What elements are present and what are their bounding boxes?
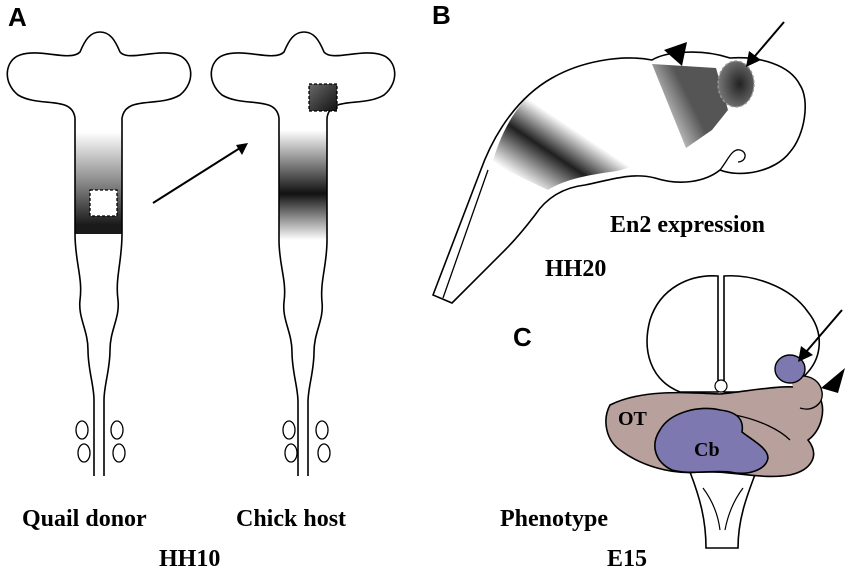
hh20-boundary bbox=[719, 149, 746, 171]
cb-label: Cb bbox=[694, 439, 720, 461]
quail-donor-embryo bbox=[6, 31, 192, 476]
phenotype-label: Phenotype bbox=[500, 506, 608, 532]
host-head-outline bbox=[210, 31, 396, 119]
arrow-marker bbox=[746, 21, 785, 67]
panel-a-stage-label: HH10 bbox=[159, 546, 220, 572]
panel-b-stage-label: HH20 bbox=[545, 256, 606, 282]
host-somite bbox=[315, 420, 329, 440]
hh20-hindbrain-fill bbox=[490, 59, 690, 191]
host-somite bbox=[317, 443, 331, 463]
panel-c-stage-label: E15 bbox=[607, 546, 647, 572]
arrowhead-marker bbox=[821, 368, 845, 393]
host-somite bbox=[282, 420, 296, 440]
donor-head-outline bbox=[6, 31, 192, 119]
hh20-embryo-brain bbox=[431, 21, 806, 304]
ectopic-region bbox=[789, 375, 823, 410]
host-label: Chick host bbox=[236, 506, 346, 532]
panel-b-letter: B bbox=[432, 0, 451, 30]
panel-a-letter: A bbox=[8, 2, 27, 32]
hh20-spinal-inner bbox=[442, 169, 489, 299]
host-graft bbox=[308, 83, 338, 112]
donor-somite bbox=[75, 420, 89, 440]
transplant-arrow bbox=[152, 143, 248, 204]
arrow-marker bbox=[798, 309, 843, 362]
e15-brainstem bbox=[688, 471, 758, 549]
ot-label: OT bbox=[618, 408, 648, 430]
panel-c-letter: C bbox=[513, 322, 532, 352]
e15-left-hemisphere bbox=[646, 275, 719, 393]
arrowhead-marker bbox=[664, 42, 687, 66]
e15-right-hemisphere bbox=[723, 275, 820, 393]
hh20-expression-spot bbox=[717, 60, 755, 108]
cerebellum bbox=[654, 407, 769, 474]
donor-label: Quail donor bbox=[22, 506, 147, 532]
host-gradient-region bbox=[279, 118, 327, 240]
e15-brain bbox=[605, 275, 845, 549]
donor-spinal-cord bbox=[74, 233, 123, 476]
e15-pineal bbox=[714, 379, 728, 393]
expression-label: En2 expression bbox=[610, 212, 765, 238]
donor-somite bbox=[77, 443, 91, 463]
donor-graft-site bbox=[89, 189, 118, 217]
donor-somite bbox=[110, 420, 124, 440]
host-spinal-cord bbox=[278, 239, 328, 476]
hh20-outline bbox=[431, 51, 806, 304]
donor-somite bbox=[112, 443, 126, 463]
hh20-midbrain-fill bbox=[652, 64, 728, 148]
host-somite bbox=[284, 443, 298, 463]
ectopic-cerebellum-spot bbox=[774, 354, 806, 384]
chick-host-embryo bbox=[210, 31, 396, 476]
